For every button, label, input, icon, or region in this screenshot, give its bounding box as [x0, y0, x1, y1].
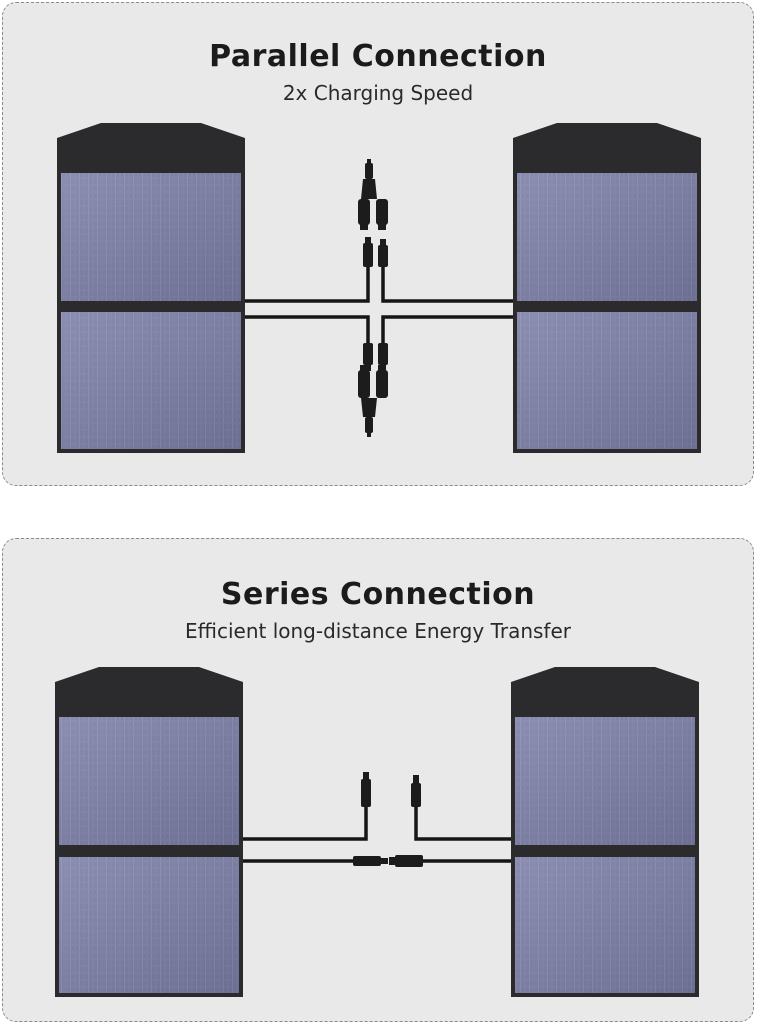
cable — [243, 807, 511, 863]
parallel-diagram — [57, 123, 701, 453]
solar-panel-icon — [55, 667, 243, 997]
series-subtitle: Efficient long-distance Energy Transfer — [185, 619, 571, 643]
solar-panel-icon — [511, 667, 699, 997]
series-connection-card: Series Connection Efficient long-distanc… — [2, 538, 754, 1022]
mc4-connector-icon — [389, 855, 423, 867]
series-title: Series Connection — [220, 577, 536, 612]
mc4-connector-icon — [353, 856, 388, 866]
y-branch-connector-icon — [358, 159, 388, 230]
mc4-connector-icon — [361, 772, 371, 807]
solar-panel-icon — [57, 123, 245, 453]
series-diagram — [55, 667, 699, 997]
parallel-connection-card: Parallel Connection 2x Charging Speed — [2, 2, 754, 486]
parallel-subtitle: 2x Charging Speed — [282, 81, 474, 105]
mc4-connector-icon — [363, 237, 388, 267]
parallel-title: Parallel Connection — [209, 39, 547, 74]
y-branch-connector-icon — [358, 365, 388, 437]
solar-panel-icon — [513, 123, 701, 453]
mc4-connector-icon — [411, 775, 421, 807]
cable — [245, 265, 513, 345]
